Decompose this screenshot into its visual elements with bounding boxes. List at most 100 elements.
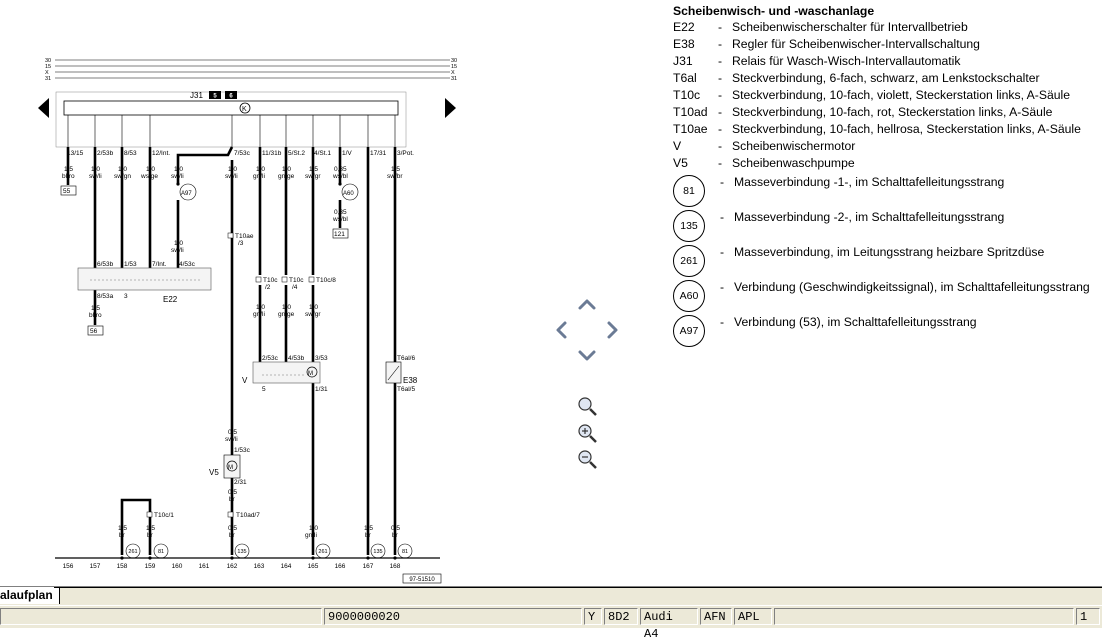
e22-pin: 1/53 — [124, 261, 137, 268]
wire-color: br — [119, 532, 126, 539]
legend-circle-code: 135 — [673, 210, 705, 242]
status-engine-code: AFN — [700, 608, 732, 625]
wire-color: ws/bl — [332, 173, 348, 180]
pin-label: 13/15 — [67, 150, 84, 157]
legend-dash: - — [718, 156, 723, 170]
legend-items: E22-Scheibenwischerschalter für Interval… — [673, 19, 1098, 172]
legend-desc: Relais für Wasch-Wisch-Intervallautomati… — [732, 54, 961, 68]
legend: Scheibenwisch- und -waschanlage E22-Sche… — [673, 3, 1098, 349]
motor-pin: 1/31 — [315, 386, 328, 393]
pin-label: 5/St.2 — [288, 150, 305, 157]
e38-pin: T6al/6 — [397, 355, 415, 362]
legend-circle-code: A97 — [673, 315, 705, 347]
legend-desc: Verbindung (Geschwindigkeitssignal), im … — [734, 280, 1090, 294]
prev-page-arrow-icon[interactable] — [38, 98, 49, 118]
wire-size: 0,5 — [228, 525, 237, 532]
legend-dash: - — [718, 139, 723, 153]
zoom-icon[interactable] — [578, 397, 597, 416]
legend-code: E22 — [673, 20, 695, 34]
pump-symbol: M — [228, 465, 233, 471]
wire-color: sw/li — [89, 173, 102, 180]
wire-size: 1,5 — [91, 305, 100, 312]
tab-bar: alaufplan — [0, 586, 1102, 605]
legend-desc: Masseverbindung -1-, im Schalttafelleitu… — [734, 175, 1005, 189]
status-vehicle: Audi A4 — [640, 608, 698, 641]
terminal-box: 55 — [63, 188, 71, 195]
wire-size: 1,5 — [118, 525, 127, 532]
bus-label: 30 — [451, 58, 457, 64]
wire-color: br — [147, 532, 154, 539]
motor-v-label: V — [242, 376, 248, 385]
track-number: 159 — [145, 563, 156, 570]
legend-code: T6al — [673, 71, 697, 85]
legend-dash: - — [720, 175, 725, 189]
legend-code: V5 — [673, 156, 688, 170]
ground-label: 135 — [373, 549, 382, 555]
wire-color: ws/bl — [332, 216, 348, 223]
legend-desc: Steckverbindung, 10-fach, hellrosa, Stec… — [732, 122, 1081, 136]
connector-t10c4: T10c — [289, 277, 304, 284]
connector-t10c2: T10c — [263, 277, 278, 284]
diagram-reference: 97-51510 — [409, 577, 435, 583]
wire-size: 0,35 — [334, 166, 347, 173]
connector-t10c1: T10c/1 — [154, 512, 174, 519]
legend-row: V5-Scheibenwaschpumpe — [673, 155, 1098, 172]
wire-size: 1,0 — [228, 166, 237, 173]
wire-color: sw/gr — [305, 311, 321, 318]
motor-symbol: M — [308, 371, 313, 377]
wire-color: sw/gn — [114, 173, 131, 180]
pan-right-icon[interactable] — [607, 321, 618, 339]
wire-color: sw/br — [387, 173, 403, 180]
tab-stromlaufplan[interactable]: alaufplan — [0, 587, 60, 604]
pan-up-icon[interactable] — [578, 299, 596, 310]
legend-code: T10c — [673, 88, 701, 102]
legend-desc: Steckverbindung, 10-fach, rot, Steckerst… — [732, 105, 1053, 119]
next-page-arrow-icon[interactable] — [445, 98, 456, 118]
e22-pin: 4/53c — [179, 261, 196, 268]
pump-pin: 1/53c — [234, 447, 251, 454]
track-number: 168 — [390, 563, 401, 570]
legend-circles: 81-Masseverbindung -1-, im Schalttafelle… — [673, 174, 1098, 349]
e22-pin: 3 — [124, 293, 128, 300]
bus-label: 31 — [45, 76, 51, 82]
e38-pin: T6al/5 — [397, 386, 415, 393]
track-number: 164 — [281, 563, 292, 570]
legend-desc: Scheibenwischermotor — [732, 139, 856, 153]
relay-badge: 5 — [213, 94, 217, 100]
legend-code: T10ad — [673, 105, 708, 119]
connector-sub: /4 — [292, 284, 298, 291]
wire-size: 1,0 — [309, 525, 318, 532]
wire-size: 1,0 — [282, 166, 291, 173]
connector-sub: /2 — [265, 284, 271, 291]
pan-down-icon[interactable] — [578, 350, 596, 361]
connector-t10ae3: T10ae — [235, 233, 254, 240]
wire-size: 1,5 — [146, 525, 155, 532]
wire-size: 1,0 — [309, 304, 318, 311]
connection-a97: A97 — [181, 191, 192, 197]
bus-label: X — [451, 70, 455, 76]
bus-label: 30 — [45, 58, 51, 64]
zoom-out-icon[interactable] — [578, 450, 597, 469]
motor-pin: 4/53b — [288, 355, 305, 362]
ground-label: 81 — [402, 549, 408, 555]
wire-color: gn/ge — [278, 311, 295, 318]
ground-label: 261 — [318, 549, 327, 555]
legend-circle-row: A97-Verbindung (53), im Schalttafelleitu… — [673, 314, 1098, 349]
zoom-in-icon[interactable] — [578, 424, 597, 443]
pin-label: 3/Pot. — [397, 150, 414, 157]
wire-color: br — [365, 532, 372, 539]
motor-pin: 2/53c — [262, 355, 279, 362]
pin-label: 11/31b — [262, 150, 282, 157]
track-number: 165 — [308, 563, 319, 570]
wire-size: 1,5 — [309, 166, 318, 173]
wire-size: 0,35 — [334, 209, 347, 216]
wire-color: bl/ro — [62, 173, 75, 180]
pin-label: 4/St.1 — [314, 150, 331, 157]
track-number: 163 — [254, 563, 265, 570]
legend-row: J31-Relais für Wasch-Wisch-Intervallauto… — [673, 53, 1098, 70]
legend-circle-code: 261 — [673, 245, 705, 277]
pan-left-icon[interactable] — [556, 321, 567, 339]
legend-desc: Masseverbindung -2-, im Schalttafelleitu… — [734, 210, 1005, 224]
legend-desc: Steckverbindung, 6-fach, schwarz, am Len… — [732, 71, 1040, 85]
wire-size: 1,0 — [118, 166, 127, 173]
